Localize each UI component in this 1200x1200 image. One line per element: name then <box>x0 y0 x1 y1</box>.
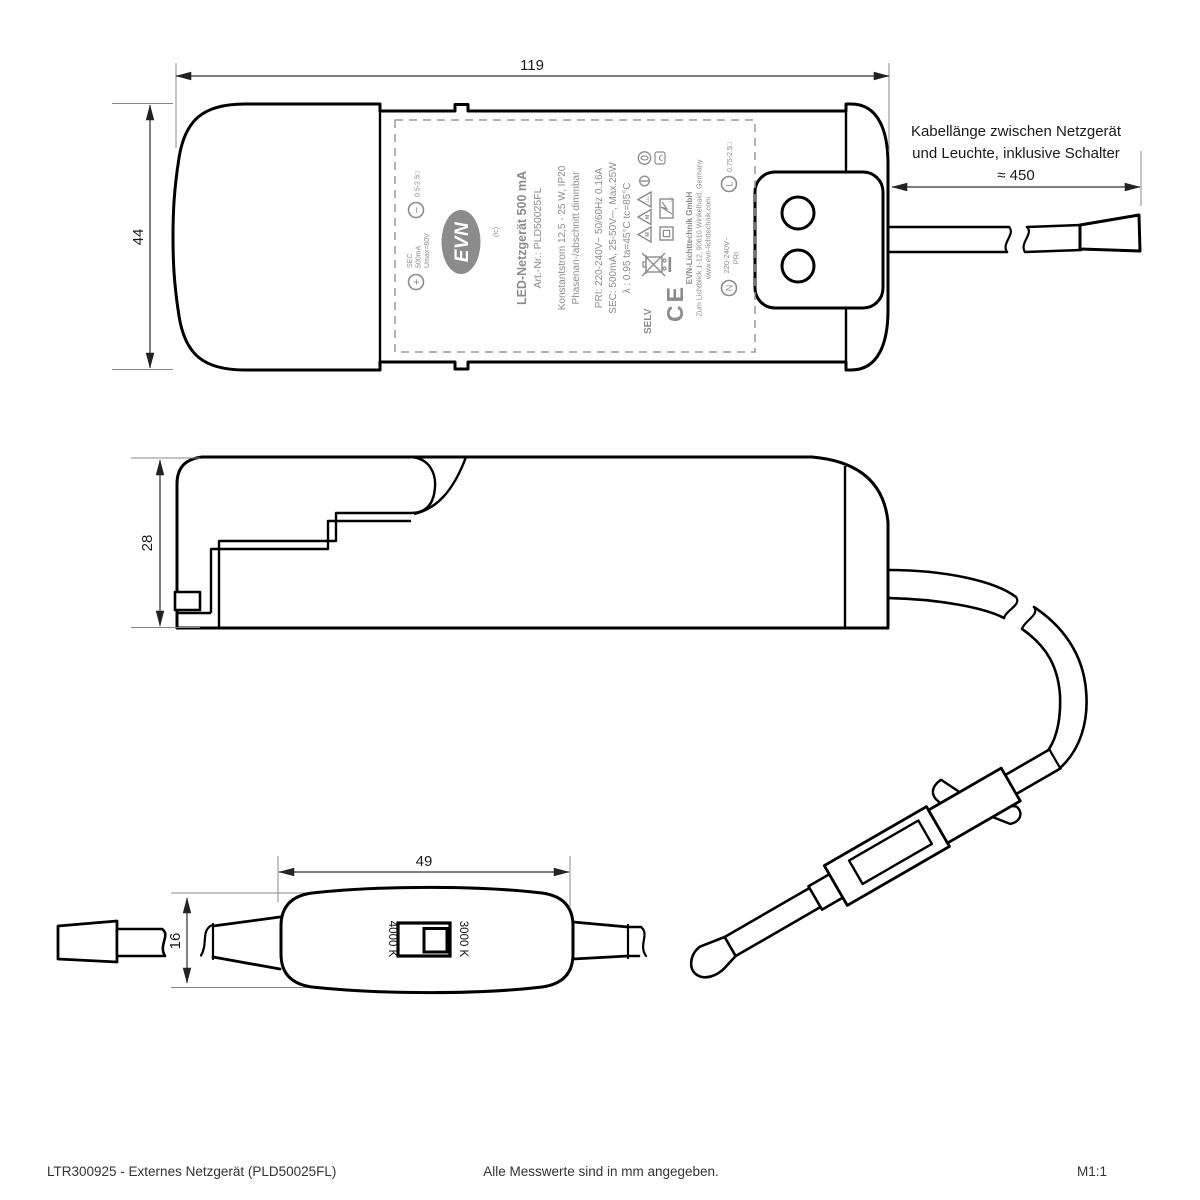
n-terminal-letter: N <box>725 285 735 292</box>
plus-terminal-icon <box>407 273 425 291</box>
n-terminal-icon <box>720 279 738 297</box>
label-pri: PRI: 220-240V~ 50/60Hz 0.16A <box>594 167 605 308</box>
connector-latch-hook-top <box>931 778 961 805</box>
label-website: www.evn-lichttechnik.com <box>704 197 713 280</box>
note-line1: Kabellänge zwischen Netzgerät <box>911 123 1122 140</box>
cert-circle-icon <box>637 151 652 165</box>
top-view-housing-outline <box>171 102 890 372</box>
connector-block <box>753 170 885 310</box>
dim-450-value: ≈ 450 <box>997 167 1034 184</box>
evn-logo <box>441 210 481 274</box>
mm-triangle-letter2: M <box>645 214 651 219</box>
minus-terminal-icon <box>407 201 425 219</box>
mm-triangle-letter: M <box>645 232 651 237</box>
dim-119: 119 <box>175 57 890 152</box>
label-company: EVN-Lichttechnik GmbH <box>685 192 694 285</box>
label-art-no: Art.-Nr.: PLD50025FL <box>532 187 544 288</box>
dim-44: 44 <box>112 103 173 370</box>
cable-joint-line <box>1048 748 1062 770</box>
n-sub: PRI <box>732 252 741 265</box>
lc-letters: LC <box>669 197 673 202</box>
n-voltage: 220-240V~ <box>722 236 731 274</box>
dim-28-value: 28 <box>139 535 156 552</box>
cert-box-icon <box>654 151 666 165</box>
note-line2: und Leuchte, inklusive Schalter <box>912 145 1120 162</box>
label-symbol-row-bottom: LC <box>659 197 674 241</box>
connector-latch-hook-bottom <box>991 804 1022 826</box>
label-sec: SEC: 500mA, 25-50V⎓, Max.25W <box>608 162 619 314</box>
side-view-housing-outline <box>175 455 890 630</box>
label-title: LED-Netzgerät 500 mA <box>515 171 529 305</box>
dim-49-value: 49 <box>416 853 433 870</box>
left-plug <box>56 919 119 964</box>
connector-body-inner <box>847 819 934 886</box>
weee-bin-icon <box>641 252 672 277</box>
label-spec2: Phasenan-/abschnitt dimmbar <box>571 171 582 305</box>
dim-44-value: 44 <box>130 229 147 246</box>
dim-49: 49 <box>277 853 571 908</box>
minus-terminal-sign: − <box>411 207 423 213</box>
label-address: Zum Lichtblick 1-12, 90610 Winkelhaid, G… <box>695 159 704 316</box>
side-view-foot <box>173 590 202 612</box>
footer-right: M1:1 <box>1077 1164 1107 1179</box>
side-view-step-inner <box>209 519 411 613</box>
top-view: 119 44 Kabellänge zwischen Netzgerät und… <box>112 57 1142 372</box>
evn-logo-text: EVN <box>452 221 473 262</box>
cable-end-plug <box>1078 213 1142 253</box>
switch-label-4000k: 4000 K <box>386 921 398 958</box>
tc-mark: (tc) <box>493 227 500 237</box>
cable-flare-end <box>689 935 737 979</box>
class2-inner-icon <box>662 229 671 238</box>
mm-triangle-icon2 <box>636 208 652 226</box>
l-terminal-icon <box>720 175 738 193</box>
sec-line1: SEC <box>407 254 414 268</box>
device-label-border <box>394 119 756 353</box>
dim-119-value: 119 <box>520 57 544 74</box>
plus-terminal-sign: + <box>411 279 423 285</box>
top-view-cable <box>886 213 1142 254</box>
slide-switch-knob[interactable] <box>422 927 449 954</box>
label-lambda: λ : 0.95 ta=45°C tc=85°C <box>622 183 633 294</box>
connector-hole-bottom <box>780 248 816 284</box>
ce-mark: CE <box>662 284 688 322</box>
side-view-step-outer <box>217 511 411 628</box>
footer-left: LTR300925 - Externes Netzgerät (PLD50025… <box>47 1164 336 1179</box>
device-label: + SEC 500mA Umax=60V − 0.5-2.5□ EVN (tc)… <box>407 141 741 334</box>
minus-spec: 0.5-2.5□ <box>415 170 422 197</box>
flash-box-icon <box>659 198 674 219</box>
side-view-tongue <box>410 455 437 515</box>
sec-line2: 500mA <box>416 245 423 268</box>
mm-triangle-icon <box>636 225 652 244</box>
connector-hole-top <box>780 195 816 231</box>
thermo-circle-icon <box>639 175 650 187</box>
connector-latch-housing <box>927 766 1022 845</box>
connector-body <box>822 805 951 907</box>
temp-triangle-value: 110 <box>645 196 650 203</box>
footer-center: Alle Messwerte sind in mm angegeben. <box>483 1164 719 1179</box>
dim-16-value: 16 <box>167 933 184 950</box>
temp-triangle-icon <box>636 190 652 209</box>
footer: LTR300925 - Externes Netzgerät (PLD50025… <box>47 1164 1107 1179</box>
selv-mark: SELV <box>643 308 654 334</box>
l-terminal-letter: L <box>725 181 735 186</box>
left-cable-stub <box>115 927 167 958</box>
switch-label-3000k: 3000 K <box>457 921 469 958</box>
class2-outer-icon <box>659 226 674 241</box>
l-spec: 0.75-2.5□ <box>727 141 734 172</box>
side-view: 28 <box>131 455 890 630</box>
sec-line3: Umax=60V <box>424 233 431 268</box>
cable-arc <box>886 568 1088 770</box>
switch-view: 16 4000 K 3000 K 49 <box>56 853 648 995</box>
label-spec1: Konstantstrom 12,5 - 25 W, IP20 <box>557 165 568 310</box>
inline-connector <box>689 748 1062 979</box>
cable-length-note: Kabellänge zwischen Netzgerät und Leucht… <box>891 123 1142 206</box>
dim-28: 28 <box>131 457 200 628</box>
label-symbol-row-top: M M 110 <box>636 151 666 244</box>
